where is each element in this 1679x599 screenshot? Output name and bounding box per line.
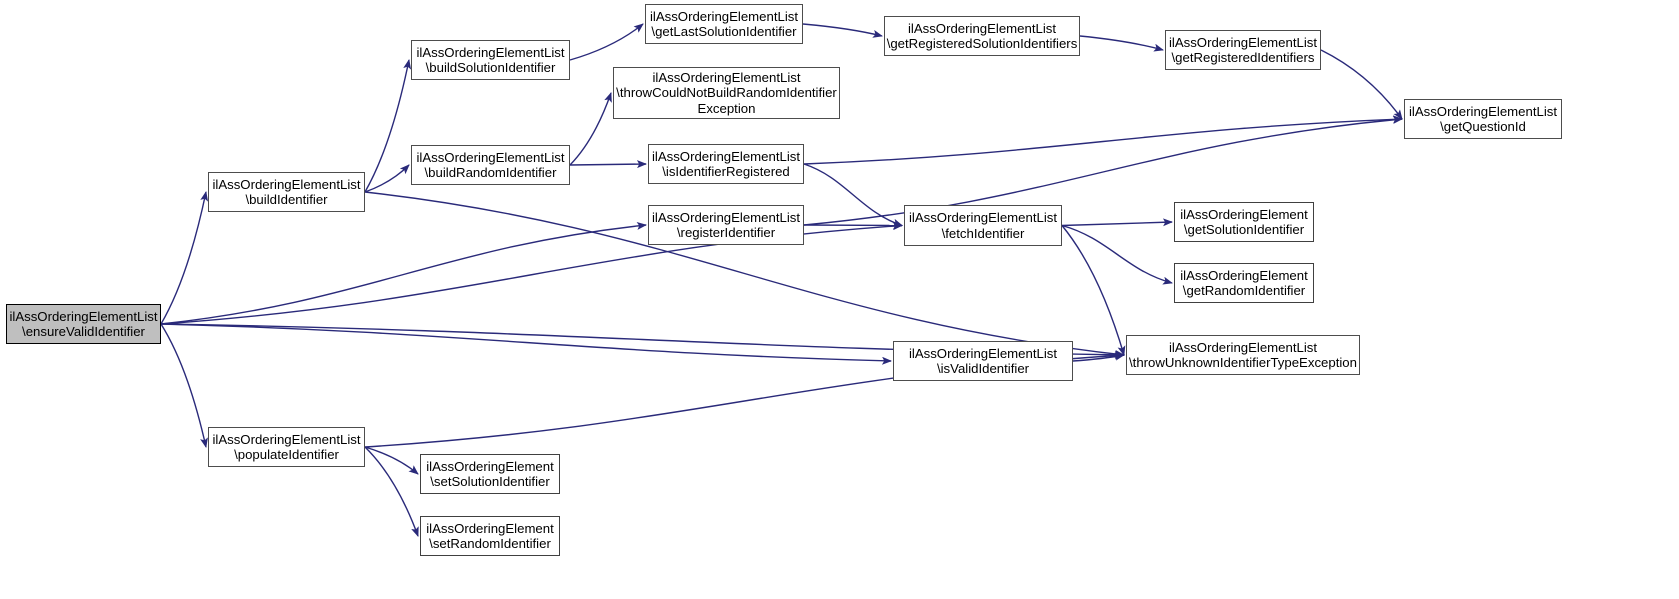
edge-populateIdentifier-to-setRandomIdentifier [364, 446, 419, 537]
graph-node-setSolutionIdentifier[interactable]: ilAssOrderingElement\setSolutionIdentifi… [420, 454, 560, 494]
node-method-label: \buildRandomIdentifier [424, 165, 557, 180]
node-method-label: \ensureValidIdentifier [22, 324, 145, 339]
graph-node-registerIdentifier[interactable]: ilAssOrderingElementList\registerIdentif… [648, 205, 804, 245]
node-method-label: \getRegisteredSolutionIdentifiers [886, 36, 1078, 51]
node-method-label: \isIdentifierRegistered [662, 164, 790, 179]
node-method-label: \setSolutionIdentifier [430, 474, 550, 489]
edge-isValidIdentifier-to-throwUnknownIdentifierTypeException [1072, 352, 1125, 362]
edge-isIdentifierRegistered-to-fetchIdentifier [803, 163, 903, 227]
edge-isIdentifierRegistered-to-getQuestionId [803, 115, 1403, 165]
node-method-label: \buildSolutionIdentifier [425, 60, 556, 75]
graph-node-throwCouldNotBuildRandomIdentifierException[interactable]: ilAssOrderingElementList\throwCouldNotBu… [613, 67, 840, 119]
graph-node-buildIdentifier[interactable]: ilAssOrderingElementList\buildIdentifier [208, 172, 365, 212]
node-method-label: \populateIdentifier [234, 447, 339, 462]
graph-node-getRandomIdentifier[interactable]: ilAssOrderingElement\getRandomIdentifier [1174, 263, 1314, 303]
node-class-label: ilAssOrderingElementList [908, 345, 1058, 361]
graph-node-ensureValidIdentifier: ilAssOrderingElementList\ensureValidIden… [6, 304, 161, 344]
graph-node-isIdentifierRegistered[interactable]: ilAssOrderingElementList\isIdentifierReg… [648, 144, 804, 184]
edge-getLastSolutionIdentifier-to-getRegisteredSolutionIdentifiers [802, 23, 883, 38]
node-class-label: ilAssOrderingElementList [907, 20, 1057, 36]
graph-node-getSolutionIdentifier[interactable]: ilAssOrderingElement\getSolutionIdentifi… [1174, 202, 1314, 242]
graph-node-buildSolutionIdentifier[interactable]: ilAssOrderingElementList\buildSolutionId… [411, 40, 570, 80]
node-class-label: ilAssOrderingElement [1180, 206, 1308, 222]
node-class-label: ilAssOrderingElementList [212, 431, 361, 447]
node-method-label: \registerIdentifier [676, 225, 776, 240]
edge-getRegisteredIdentifiers-to-getQuestionId [1320, 49, 1403, 120]
edge-buildRandomIdentifier-to-isIdentifierRegistered [569, 160, 647, 169]
graph-node-isValidIdentifier[interactable]: ilAssOrderingElementList\isValidIdentifi… [893, 341, 1073, 381]
node-class-label: ilAssOrderingElement [426, 458, 554, 474]
node-method-label: \fetchIdentifier [941, 225, 1025, 241]
node-method-label: \buildIdentifier [245, 192, 328, 207]
graph-node-throwUnknownIdentifierTypeException[interactable]: ilAssOrderingElementList\throwUnknownIde… [1126, 335, 1360, 375]
node-class-label: ilAssOrderingElementList [416, 44, 565, 60]
node-class-label: ilAssOrderingElementList [1168, 34, 1318, 50]
node-class-label: ilAssOrderingElement [1180, 267, 1308, 283]
node-method-label: \getLastSolutionIdentifier [651, 24, 797, 39]
graph-node-getRegisteredIdentifiers[interactable]: ilAssOrderingElementList\getRegisteredId… [1165, 30, 1321, 70]
graph-node-setRandomIdentifier[interactable]: ilAssOrderingElement\setRandomIdentifier [420, 516, 560, 556]
edge-fetchIdentifier-to-getSolutionIdentifier [1061, 218, 1173, 227]
node-class-label: ilAssOrderingElementList [651, 209, 801, 225]
node-method-label: \getRandomIdentifier [1182, 283, 1306, 298]
edge-fetchIdentifier-to-throwUnknownIdentifierTypeException [1061, 225, 1126, 356]
edge-ensureValidIdentifier-to-isValidIdentifier [160, 323, 892, 365]
node-method-label: \isValidIdentifier [936, 361, 1030, 376]
node-class-label: ilAssOrderingElementList [212, 176, 361, 192]
graph-node-getLastSolutionIdentifier[interactable]: ilAssOrderingElementList\getLastSolution… [645, 4, 803, 44]
edge-registerIdentifier-to-fetchIdentifier [803, 221, 903, 230]
edge-ensureValidIdentifier-to-populateIdentifier [160, 323, 208, 448]
node-method-label: \getSolutionIdentifier [1183, 222, 1305, 237]
graph-node-getQuestionId[interactable]: ilAssOrderingElementList\getQuestionId [1404, 99, 1562, 139]
node-method-label: \throwCouldNotBuildRandomIdentifier [616, 85, 837, 101]
node-class-label: ilAssOrderingElementList [416, 149, 565, 165]
node-class-label: ilAssOrderingElementList [1408, 103, 1558, 119]
node-class-label: ilAssOrderingElementList [908, 210, 1058, 225]
graph-node-fetchIdentifier[interactable]: ilAssOrderingElementList\fetchIdentifier [904, 205, 1062, 246]
node-class-label: ilAssOrderingElementList [9, 308, 158, 324]
edge-ensureValidIdentifier-to-buildIdentifier [160, 191, 209, 325]
node-class-label: ilAssOrderingElementList [1168, 339, 1318, 355]
node-class-label: ilAssOrderingElementList [652, 69, 801, 85]
node-method-label: \getQuestionId [1440, 119, 1526, 134]
node-method-label: \throwUnknownIdentifierTypeException [1129, 355, 1357, 370]
edge-getRegisteredSolutionIdentifiers-to-getRegisteredIdentifiers [1079, 35, 1164, 52]
edge-buildIdentifier-to-buildSolutionIdentifier [364, 59, 412, 193]
node-method-label: \setRandomIdentifier [429, 536, 551, 551]
edge-fetchIdentifier-to-getRandomIdentifier [1061, 224, 1173, 285]
node-class-label: ilAssOrderingElementList [651, 148, 801, 164]
node-method-label: \getRegisteredIdentifiers [1171, 50, 1315, 65]
edge-populateIdentifier-to-setSolutionIdentifier [364, 446, 419, 475]
node-class-label: ilAssOrderingElementList [649, 8, 799, 24]
edge-buildRandomIdentifier-to-throwCouldNotBuildRandomIdentifierException [569, 92, 612, 166]
node-class-label: ilAssOrderingElement [426, 520, 554, 536]
node-method-label-cont: Exception [697, 100, 756, 116]
graph-node-getRegisteredSolutionIdentifiers[interactable]: ilAssOrderingElementList\getRegisteredSo… [884, 16, 1080, 56]
edge-ensureValidIdentifier-to-registerIdentifier [160, 221, 647, 325]
graph-node-populateIdentifier[interactable]: ilAssOrderingElementList\populateIdentif… [208, 427, 365, 467]
edge-buildIdentifier-to-buildRandomIdentifier [364, 164, 410, 193]
graph-node-buildRandomIdentifier[interactable]: ilAssOrderingElementList\buildRandomIden… [411, 145, 570, 185]
edge-buildSolutionIdentifier-to-getLastSolutionIdentifier [569, 23, 644, 61]
